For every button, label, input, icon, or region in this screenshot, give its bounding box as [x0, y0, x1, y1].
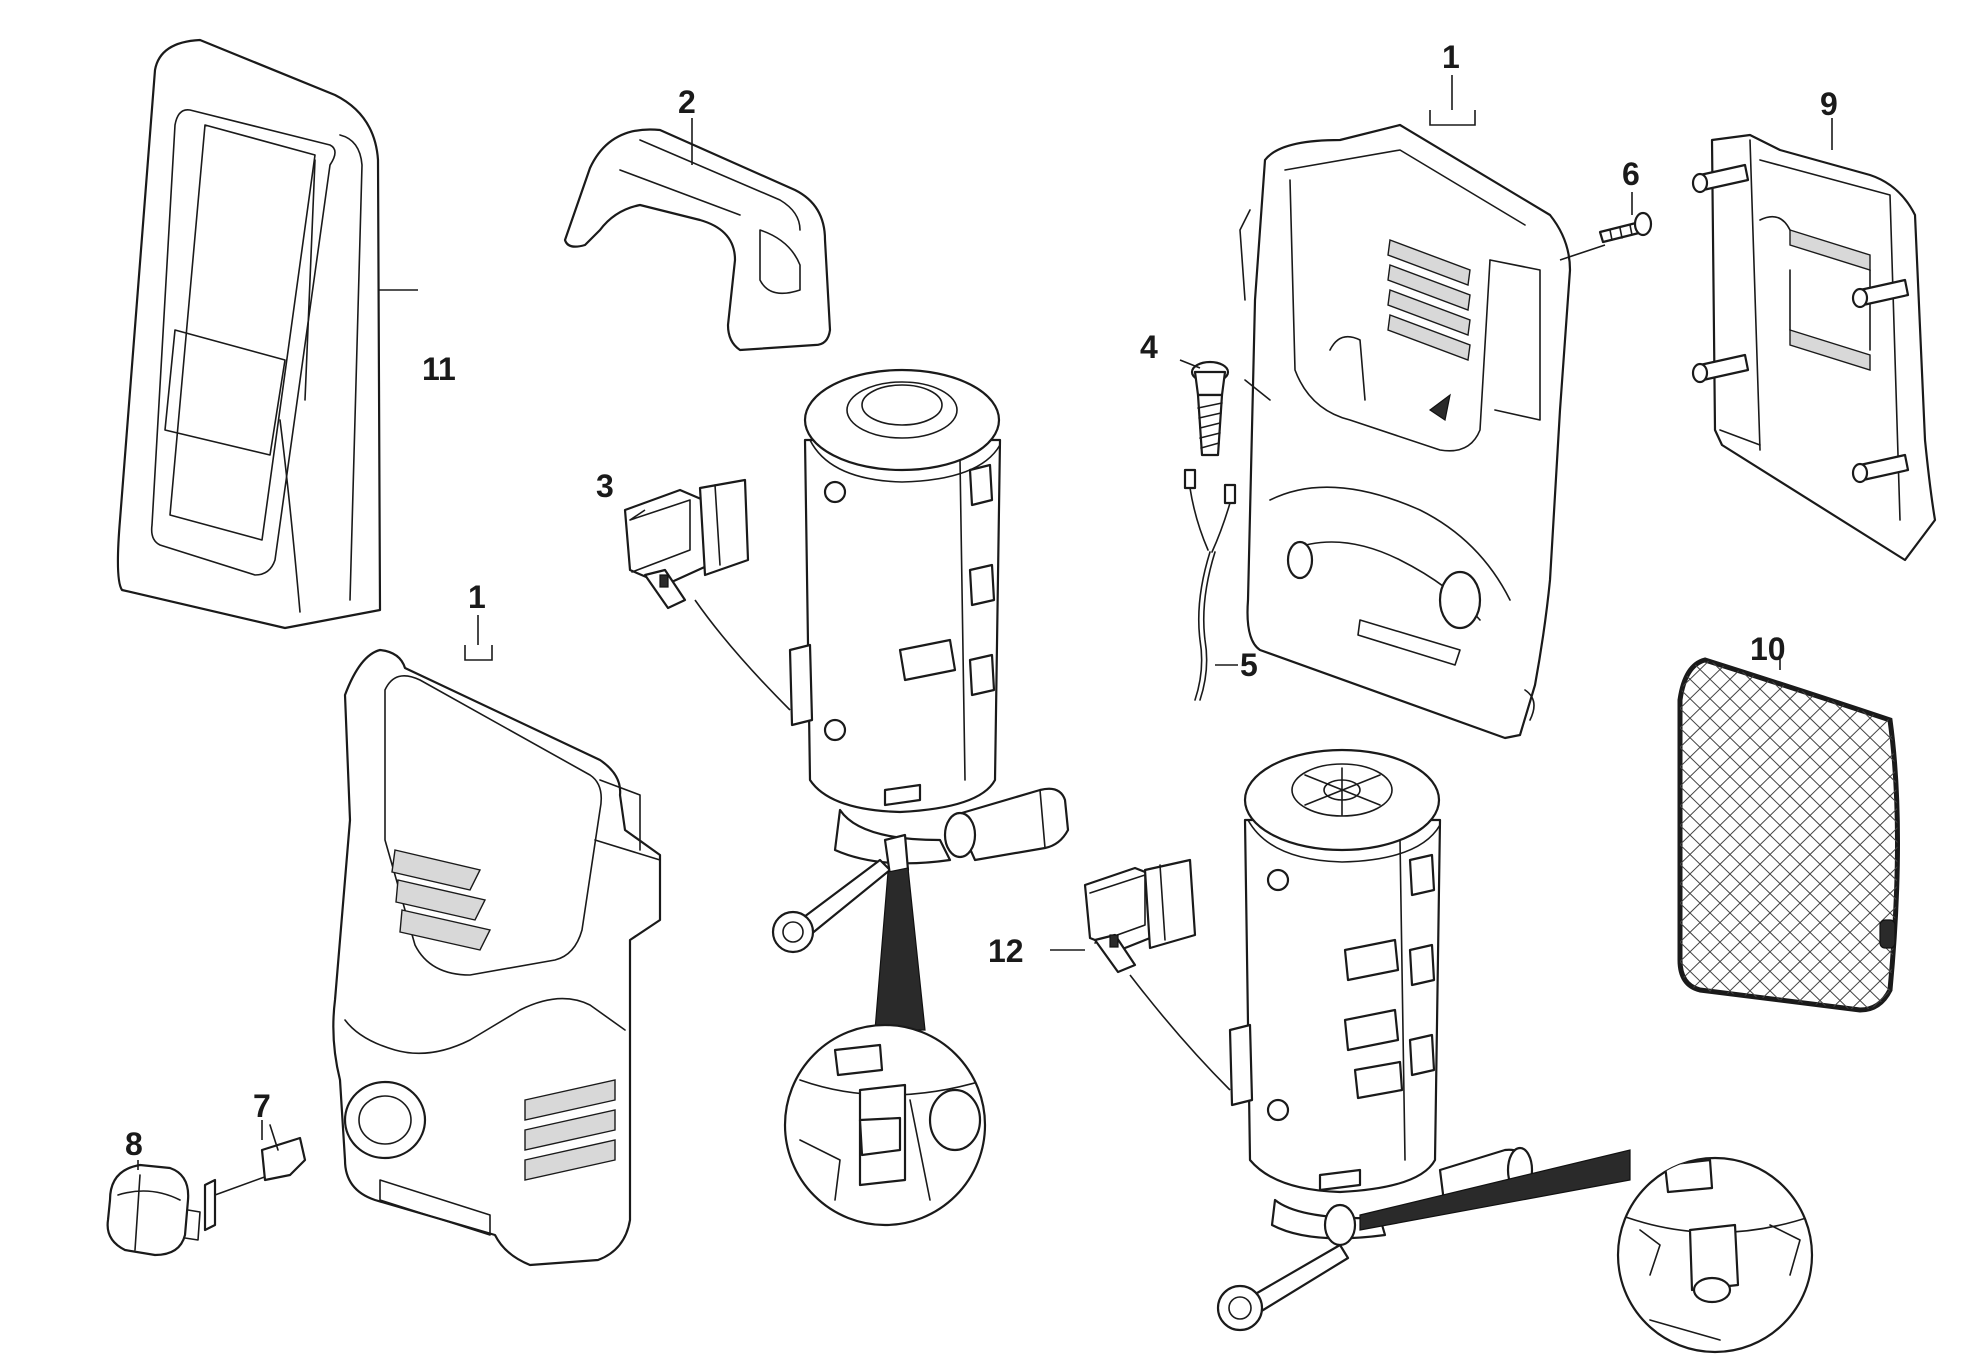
leader-lines — [137, 75, 1833, 1170]
label-rear-housing: 1 — [1442, 39, 1460, 75]
clip-part — [203, 1124, 307, 1232]
pump-motor-part — [771, 368, 1070, 1031]
label-handle: 2 — [678, 84, 696, 120]
label-net-bag: 10 — [1750, 631, 1786, 667]
screw-part — [1598, 211, 1653, 244]
cable-gland-part — [1190, 360, 1230, 457]
rear-housing-part — [1239, 123, 1572, 740]
handle-part — [563, 128, 832, 352]
label-knob: 8 — [125, 1126, 143, 1162]
switch-part — [623, 478, 750, 610]
label-cable-gland: 4 — [1140, 329, 1158, 365]
detail-zoom-2 — [1616, 1156, 1814, 1354]
cover-part — [116, 38, 382, 630]
label-clip: 7 — [253, 1088, 271, 1124]
label-cover: 11 — [422, 351, 456, 387]
rear-panel-part — [1691, 133, 1937, 562]
label-rear-panel: 9 — [1820, 86, 1838, 122]
label-front-housing: 1 — [468, 579, 486, 615]
switch-alt-part — [1083, 858, 1197, 974]
part-labels: 11 2 3 1 1 4 5 6 9 10 7 8 12 — [125, 39, 1838, 1162]
pump-motor-alt-part — [1216, 748, 1631, 1332]
label-cable: 5 — [1240, 647, 1258, 683]
knob-part — [106, 1163, 201, 1257]
label-switch-alt: 12 — [988, 933, 1024, 969]
detail-zoom-1 — [783, 1023, 987, 1227]
label-screw: 6 — [1622, 156, 1640, 192]
net-bag-part — [1677, 657, 1900, 1013]
label-switch: 3 — [596, 468, 614, 504]
front-housing-part — [332, 648, 662, 1267]
cable-part — [1183, 468, 1237, 701]
